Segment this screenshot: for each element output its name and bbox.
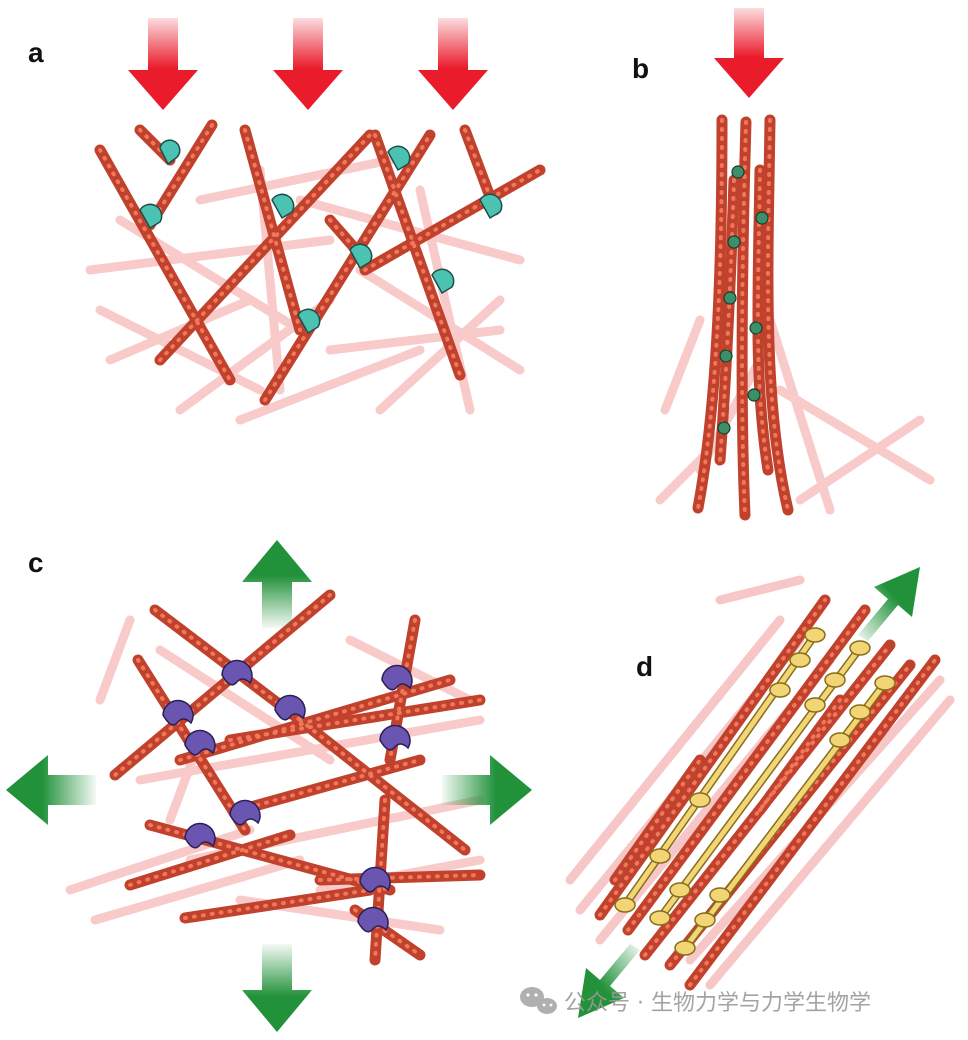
tension-arrows-c [6,540,532,1032]
crosslinkers-b [717,165,769,435]
tension-arrow-down [242,944,312,1032]
compression-arrow-1 [128,18,198,110]
actin-bundle-b [692,114,794,521]
tension-arrows-d [578,567,920,1018]
watermark-text: 公众号 · 生物力学与力学生物学 [564,991,871,1016]
panel-label-d: d [636,651,653,682]
tension-arrow-diag-down [578,944,640,1018]
panel-label-b: b [632,53,649,84]
watermark: 公众号 · 生物力学与力学生物学 [520,987,871,1016]
panel-c: c [6,540,532,1032]
crosslinkers-a [139,139,503,335]
wechat-icon [520,987,557,1014]
tension-arrow-left [6,755,96,825]
panel-d: d [565,567,955,1018]
actin-filaments-a [94,119,546,406]
tension-arrow-right [442,755,532,825]
tension-arrow-diag-up [858,567,920,641]
compression-arrow-2 [273,18,343,110]
panel-b: b [632,8,935,521]
compression-arrows-a [128,18,488,110]
myosin-filaments-d [614,627,896,956]
panel-label-c: c [28,547,44,578]
compression-arrow-3 [418,18,488,110]
tension-arrow-up [242,540,312,628]
panel-label-a: a [28,37,44,68]
myosin-motors-c [162,659,413,933]
panel-a: a [28,18,546,425]
compression-arrow-b [714,8,784,98]
